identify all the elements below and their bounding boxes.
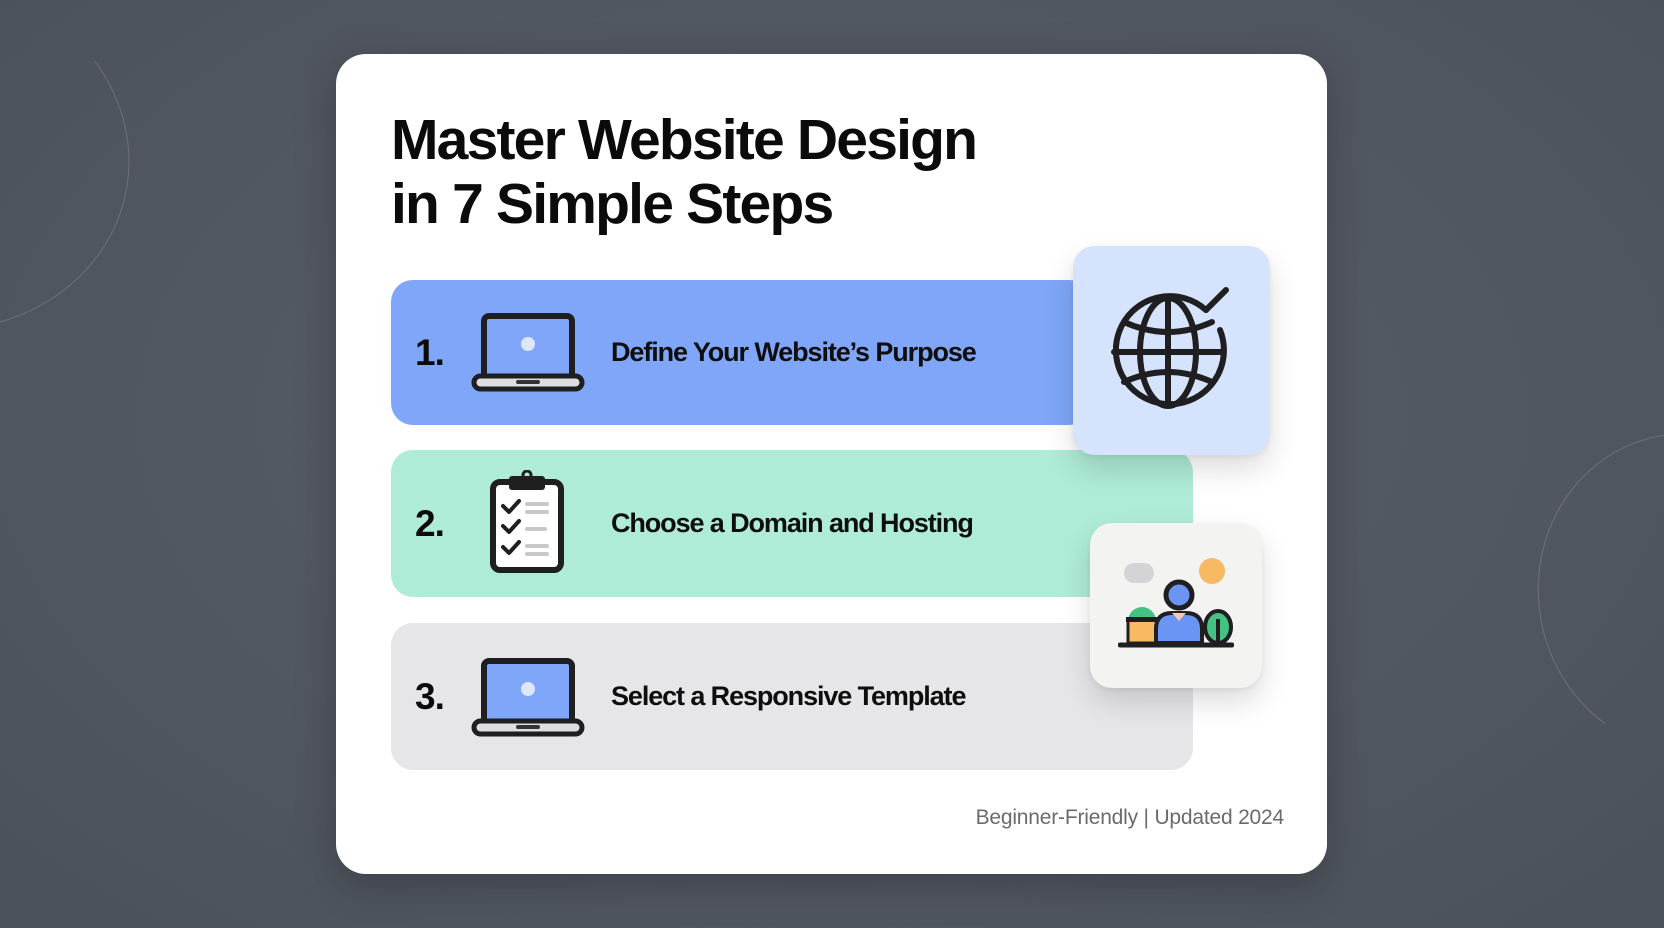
title-line-2: in 7 Simple Steps <box>391 172 834 236</box>
step-number: 2. <box>415 502 445 544</box>
infographic-card: Master Website Design in 7 Simple Steps … <box>336 54 1327 874</box>
decorative-arc-right <box>1512 409 1664 777</box>
page-title: Master Website Design in 7 Simple Steps <box>391 108 1091 236</box>
globe-card <box>1073 246 1270 455</box>
step-label: Choose a Domain and Hosting <box>611 508 974 538</box>
step-number: 1. <box>415 331 445 373</box>
laptop-icon <box>471 312 585 397</box>
step-2[interactable]: 2. Choose a Domain and Hosting <box>391 450 1193 597</box>
person-workspace-icon <box>1117 557 1235 654</box>
person-workspace-card <box>1090 523 1262 688</box>
title-line-1: Master Website Design <box>391 108 978 172</box>
laptop-icon <box>471 657 585 742</box>
step-number: 3. <box>415 675 445 717</box>
clipboard-checklist-icon <box>489 469 565 579</box>
step-label: Define Your Website’s Purpose <box>611 337 977 367</box>
footer-meta: Beginner-Friendly | Updated 2024 <box>975 806 1285 829</box>
decorative-arc-left <box>0 0 158 362</box>
globe-icon <box>1110 286 1234 415</box>
step-1[interactable]: 1. Define Your Website’s Purpose <box>391 280 1091 425</box>
step-label: Select a Responsive Template <box>611 681 966 711</box>
step-3[interactable]: 3. Select a Responsive Template <box>391 623 1193 770</box>
